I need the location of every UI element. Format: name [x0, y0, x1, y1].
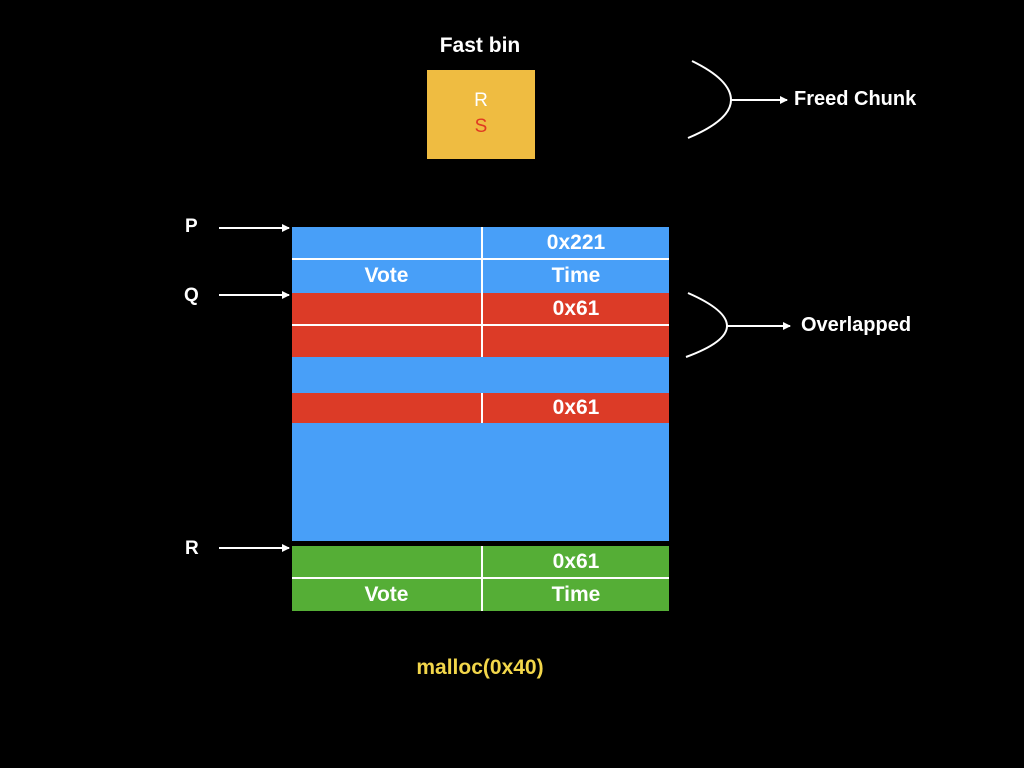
pointer-label-q: Q: [184, 285, 199, 306]
column-divider: [481, 227, 483, 259]
pointer-label-r: R: [185, 538, 199, 559]
memory-cell-right: 0x61: [552, 297, 600, 320]
memory-row-red: 0x61: [292, 393, 669, 423]
memory-cell-right: 0x221: [546, 231, 606, 254]
memory-row-blue: [292, 423, 669, 541]
freed-chunk-label: Freed Chunk: [794, 88, 917, 110]
column-divider: [481, 578, 483, 611]
overlapped-brace-icon: [685, 292, 791, 358]
memory-cell-right: 0x61: [552, 550, 600, 573]
freed-chunk-brace-icon: [687, 60, 788, 139]
memory-cell-right: Time: [551, 264, 601, 287]
memory-row-blue: [292, 357, 669, 393]
fast-bin-box: R S: [427, 70, 535, 159]
memory-row-blue: 0x221: [292, 227, 669, 259]
malloc-call-label: malloc(0x40): [416, 656, 544, 679]
column-divider: [481, 325, 483, 357]
row-separator: [292, 258, 669, 260]
column-divider: [481, 546, 483, 578]
fast-bin-title: Fast bin: [439, 34, 521, 57]
memory-cell-right: 0x61: [552, 396, 600, 419]
memory-row-red: [292, 325, 669, 357]
column-divider: [481, 259, 483, 293]
memory-cell-left: Vote: [364, 582, 409, 606]
memory-row-green: Vote Time: [292, 578, 669, 611]
memory-row-red: 0x61: [292, 293, 669, 325]
memory-row-green: 0x61: [292, 546, 669, 578]
overlapped-label: Overlapped: [801, 314, 912, 336]
pointer-label-p: P: [185, 216, 198, 237]
fast-bin-entry-s: S: [474, 116, 488, 137]
row-separator: [292, 577, 669, 579]
memory-row-blue: Vote Time: [292, 259, 669, 293]
row-separator: [292, 324, 669, 326]
column-divider: [481, 293, 483, 325]
column-divider: [481, 393, 483, 423]
memory-cell-right: Time: [551, 582, 601, 606]
memory-cell-left: Vote: [364, 264, 409, 287]
fast-bin-entry-r: R: [474, 90, 488, 111]
